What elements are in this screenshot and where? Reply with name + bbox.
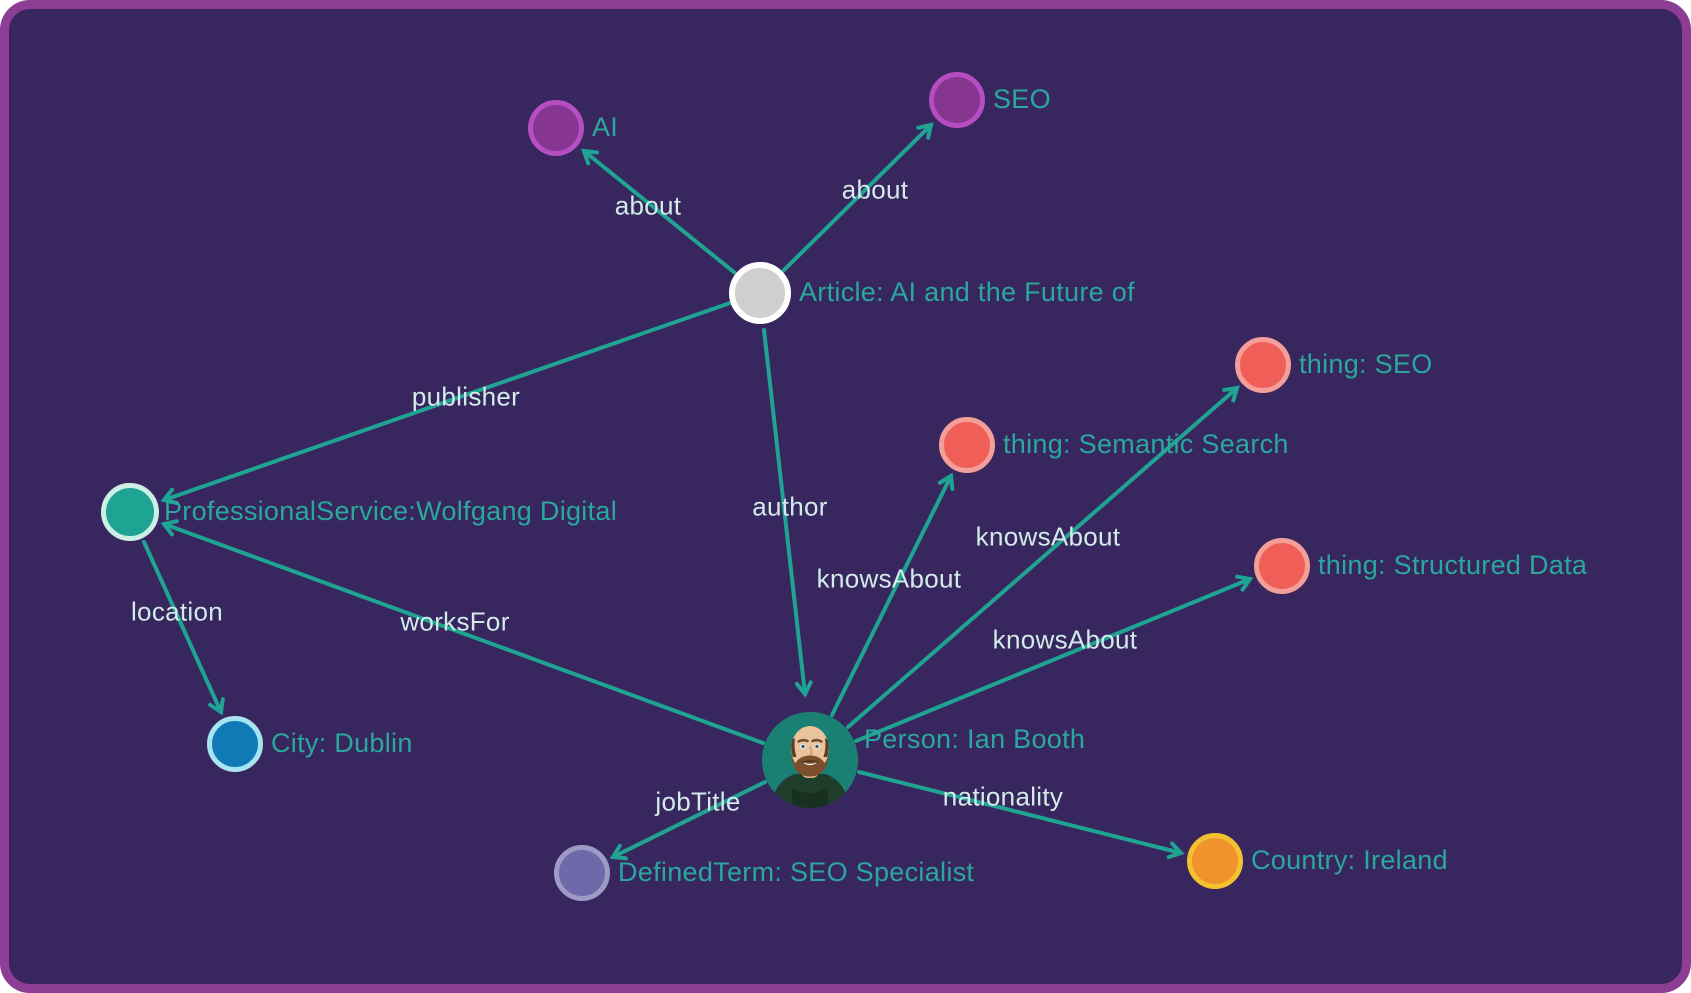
node-label-professional-service: ProfessionalService:Wolfgang Digital <box>164 496 618 526</box>
edge-label-knowsabout-semantic-search: knowsAbout <box>816 563 962 594</box>
node-defined-term[interactable] <box>554 845 610 901</box>
edge-label-author: author <box>752 491 828 522</box>
node-person[interactable] <box>762 712 858 808</box>
node-article[interactable] <box>729 262 791 324</box>
edge-label-knowsabout-structured-data: knowsAbout <box>992 624 1138 655</box>
node-label-defined-term: DefinedTerm: SEO Specialist <box>618 857 975 887</box>
node-professional-service[interactable] <box>101 483 159 541</box>
node-label-seo: SEO <box>993 84 1051 114</box>
node-thing-structured-data[interactable] <box>1254 538 1310 594</box>
edge-label-knowsabout-seo: knowsAbout <box>975 521 1121 552</box>
edge-label-location: location <box>130 596 224 627</box>
node-label-article: Article: AI and the Future of <box>799 277 1135 307</box>
node-thing-seo[interactable] <box>1235 337 1291 393</box>
node-label-ai: AI <box>592 112 619 142</box>
edge-label-nationality: nationality <box>942 781 1064 812</box>
node-label-country-ireland: Country: Ireland <box>1251 845 1448 875</box>
edge-label-about-ai: about <box>614 190 682 221</box>
node-ai[interactable] <box>528 100 584 156</box>
edge-label-jobtitle: jobTitle <box>655 786 741 817</box>
node-label-city-dublin: City: Dublin <box>271 728 413 758</box>
node-thing-semantic-search[interactable] <box>939 417 995 473</box>
node-label-thing-structured-data: thing: Structured Data <box>1318 550 1588 580</box>
node-city-dublin[interactable] <box>207 716 263 772</box>
edge-label-worksfor: worksFor <box>400 606 510 637</box>
node-label-person: Person: Ian Booth <box>864 724 1086 754</box>
node-country-ireland[interactable] <box>1187 833 1243 889</box>
node-seo[interactable] <box>929 72 985 128</box>
node-label-thing-semantic-search: thing: Semantic Search <box>1003 429 1289 459</box>
person-avatar <box>762 712 858 808</box>
edge-label-publisher: publisher <box>411 381 521 412</box>
node-label-thing-seo: thing: SEO <box>1299 349 1433 379</box>
edge-label-about-seo: about <box>841 174 909 205</box>
